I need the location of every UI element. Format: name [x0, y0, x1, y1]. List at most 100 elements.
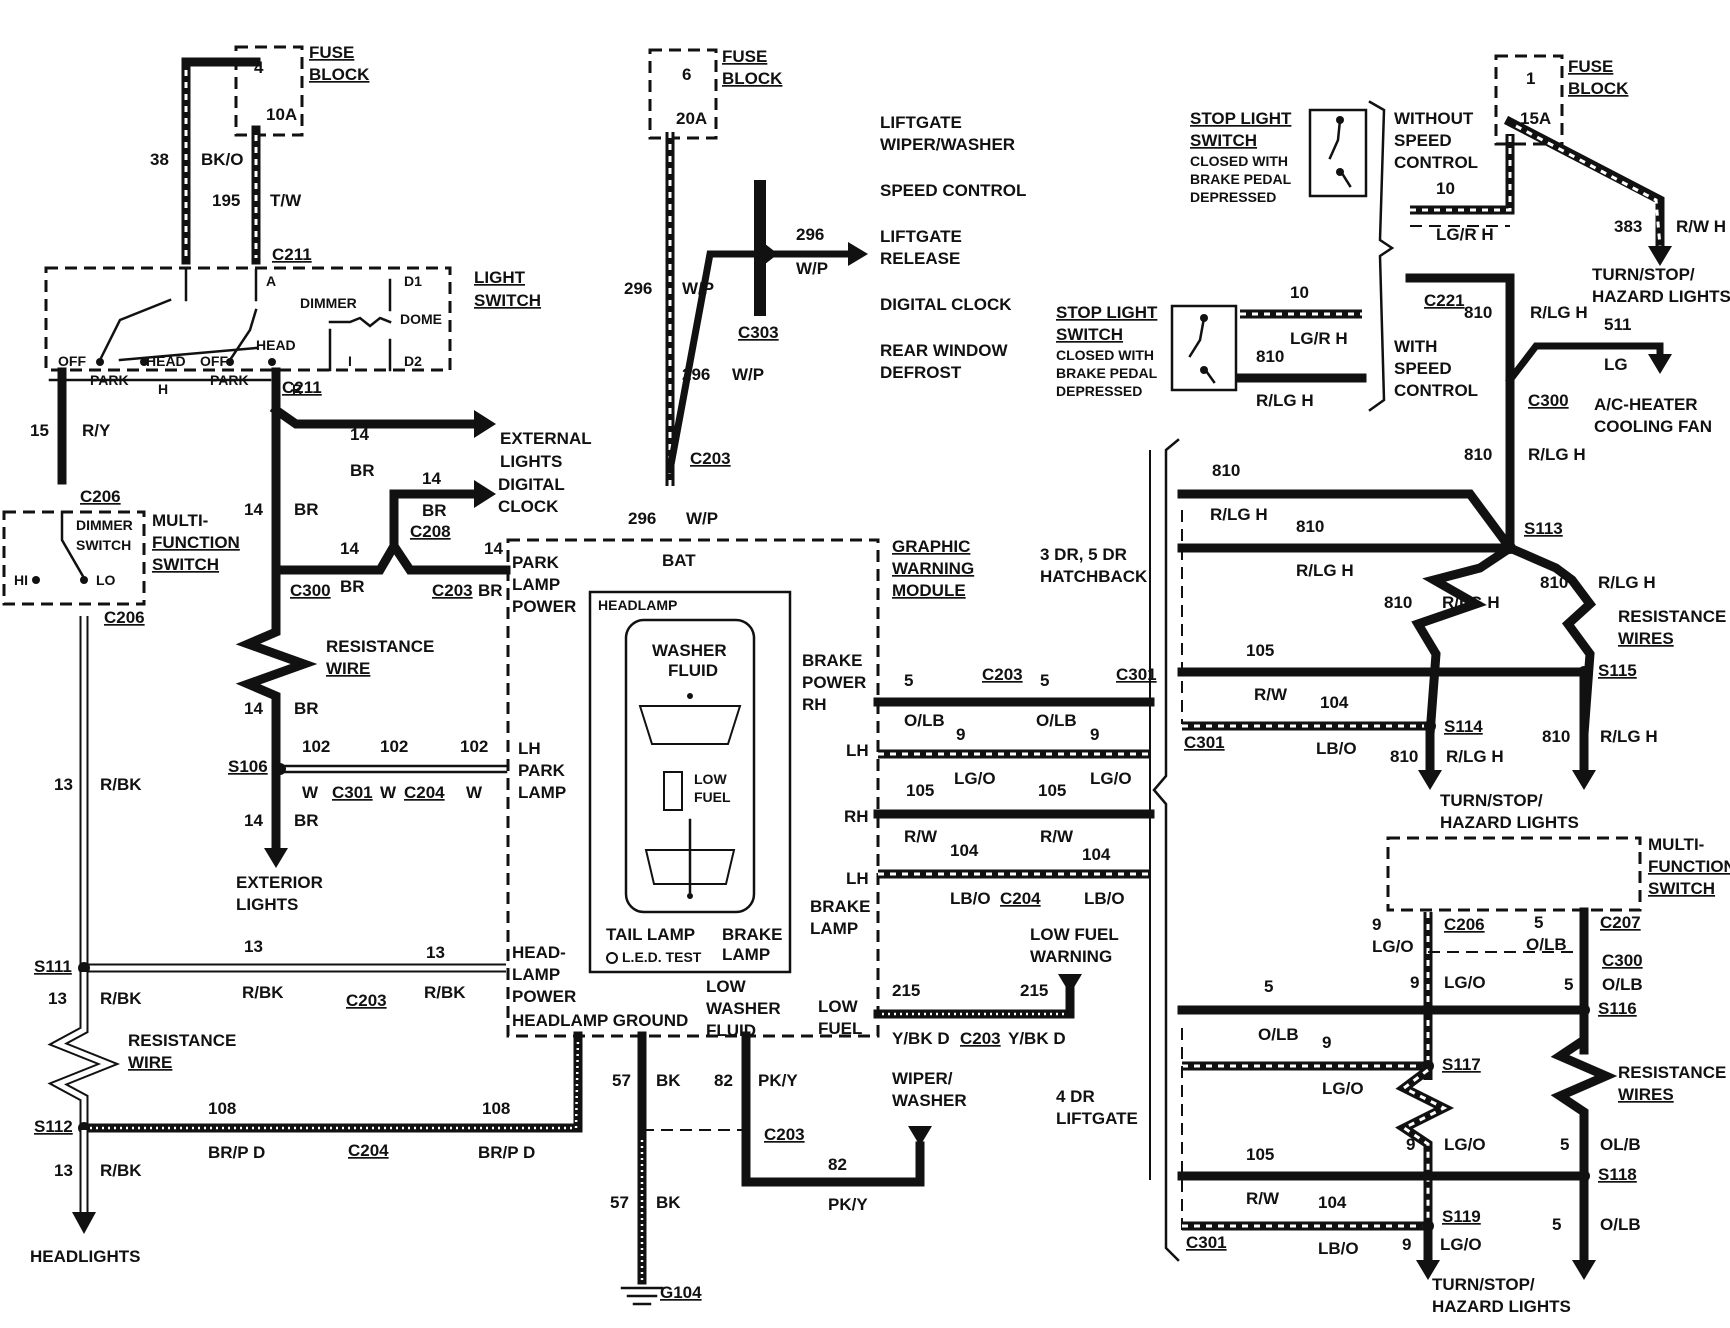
svg-text:104: 104	[1318, 1193, 1347, 1212]
svg-text:1: 1	[1526, 69, 1535, 88]
right-fuse-block: 1 15A FUSE BLOCK	[1494, 54, 1629, 146]
svg-text:LG/R H: LG/R H	[1290, 329, 1348, 348]
svg-text:9: 9	[1406, 1135, 1415, 1154]
car-illustration: HEADLAMP WASHER FLUID LOW FUEL TAIL LAMP…	[588, 590, 792, 974]
svg-text:9: 9	[1090, 725, 1099, 744]
svg-text:MULTI-: MULTI-	[152, 511, 208, 530]
svg-text:POWER: POWER	[802, 673, 866, 692]
svg-text:LOW: LOW	[706, 977, 747, 996]
svg-text:14: 14	[484, 539, 503, 558]
svg-text:5: 5	[1564, 975, 1573, 994]
svg-text:LOW FUEL: LOW FUEL	[1030, 925, 1119, 944]
s118-dot	[1578, 1170, 1590, 1182]
wire-195: 195 T/W	[212, 125, 302, 265]
svg-text:104: 104	[1082, 845, 1111, 864]
svg-text:BR: BR	[350, 461, 375, 480]
svg-text:REAR WINDOW: REAR WINDOW	[880, 341, 1008, 360]
wire-810-top: 810 R/LG H	[1177, 461, 1517, 555]
c206-bottom: C206	[104, 608, 145, 627]
svg-text:810: 810	[1540, 573, 1568, 592]
wire-13-horizontal: 13 R/BK 13 R/BK C203	[84, 937, 506, 1010]
svg-text:O/LB: O/LB	[1258, 1025, 1299, 1044]
svg-text:C301: C301	[332, 783, 373, 802]
svg-text:SWITCH: SWITCH	[1190, 131, 1257, 150]
svg-text:RESISTANCE: RESISTANCE	[326, 637, 434, 656]
stop-light-switch-1: STOP LIGHT SWITCH CLOSED WITH BRAKE PEDA…	[1190, 108, 1368, 205]
s117-label: S117	[1442, 1055, 1481, 1074]
svg-text:LB/O: LB/O	[1318, 1239, 1359, 1258]
wire-10-a: 10 LG/R H	[1410, 134, 1515, 244]
stop-light-switch-2: STOP LIGHT SWITCH CLOSED WITH BRAKE PEDA…	[1056, 303, 1238, 399]
with-speed-control: WITH SPEED CONTROL	[1394, 337, 1478, 400]
svg-text:GRAPHIC: GRAPHIC	[892, 537, 970, 556]
svg-text:BRAKE PEDAL: BRAKE PEDAL	[1190, 171, 1292, 187]
s114-label: S114	[1444, 717, 1483, 736]
svg-text:FUNCTION: FUNCTION	[1648, 857, 1730, 876]
wire-5-d: 5 O/LB	[1552, 1215, 1641, 1280]
svg-text:9: 9	[1322, 1033, 1331, 1052]
svg-text:WIPER/WASHER: WIPER/WASHER	[880, 135, 1015, 154]
svg-text:14: 14	[244, 699, 263, 718]
svg-text:HEADLAMP: HEADLAMP	[598, 597, 677, 613]
wire-82: 82 PK/Y 82 PK/Y C203 WIPER/ WASHER	[642, 1031, 967, 1214]
svg-text:6: 6	[682, 65, 691, 84]
svg-text:W/P: W/P	[732, 365, 764, 384]
svg-text:14: 14	[350, 425, 369, 444]
svg-text:15A: 15A	[1520, 109, 1551, 128]
svg-text:R/LG H: R/LG H	[1442, 593, 1500, 612]
svg-text:C203: C203	[960, 1029, 1001, 1048]
svg-text:BK/O: BK/O	[201, 150, 244, 169]
s115-label: S115	[1598, 661, 1637, 680]
wire-104-right-b: 104 LB/O C301	[1182, 1193, 1428, 1258]
wire-38: 38 BK/O	[150, 57, 261, 265]
svg-text:R/W: R/W	[904, 827, 938, 846]
svg-text:296: 296	[796, 225, 824, 244]
svg-text:D2: D2	[404, 353, 422, 369]
svg-text:14: 14	[422, 469, 441, 488]
svg-text:POWER: POWER	[512, 597, 576, 616]
svg-text:DEFROST: DEFROST	[880, 363, 962, 382]
svg-text:215: 215	[1020, 981, 1048, 1000]
svg-text:COOLING FAN: COOLING FAN	[1594, 417, 1712, 436]
svg-text:4: 4	[254, 58, 264, 77]
c300-right: C300	[1528, 391, 1569, 410]
svg-text:FUEL: FUEL	[818, 1019, 862, 1038]
svg-text:C203: C203	[982, 665, 1023, 684]
svg-text:R/LG H: R/LG H	[1446, 747, 1504, 766]
svg-text:BRAKE: BRAKE	[810, 897, 870, 916]
svg-text:296: 296	[682, 365, 710, 384]
svg-text:W: W	[466, 783, 483, 802]
svg-text:SWITCH: SWITCH	[1056, 325, 1123, 344]
svg-text:C301: C301	[1186, 1233, 1227, 1252]
svg-text:HEADLAMP GROUND: HEADLAMP GROUND	[512, 1011, 688, 1030]
s118-label: S118	[1598, 1165, 1637, 1184]
wire-14-external: 14 BR EXTERNAL LIGHTS	[269, 403, 592, 480]
svg-text:R/LG H: R/LG H	[1530, 303, 1588, 322]
svg-text:LIFTGATE: LIFTGATE	[880, 113, 962, 132]
svg-text:C203: C203	[432, 581, 473, 600]
c211-bottom: C211	[282, 378, 322, 397]
svg-text:SPEED: SPEED	[1394, 359, 1452, 378]
svg-text:R/W: R/W	[1246, 1189, 1280, 1208]
svg-text:LOW: LOW	[818, 997, 859, 1016]
svg-text:LB/O: LB/O	[950, 889, 991, 908]
svg-text:BR: BR	[294, 500, 319, 519]
svg-text:WITH: WITH	[1394, 337, 1437, 356]
svg-text:FUSE: FUSE	[722, 47, 767, 66]
svg-text:LG/O: LG/O	[954, 769, 996, 788]
svg-text:HEAD: HEAD	[256, 337, 296, 353]
svg-text:105: 105	[906, 781, 934, 800]
svg-text:LH: LH	[846, 741, 869, 760]
wire-13-bottom: 13 R/BK HEADLIGHTS	[30, 1130, 142, 1266]
svg-text:LIFTGATE: LIFTGATE	[880, 227, 962, 246]
svg-text:14: 14	[340, 539, 359, 558]
wire-9-h: 9 LG/O	[1182, 1033, 1428, 1098]
wire-102: 102 102 102 W W W C301 C204	[278, 737, 508, 802]
svg-text:R/W: R/W	[1040, 827, 1074, 846]
svg-text:BR: BR	[340, 577, 365, 596]
svg-text:20A: 20A	[676, 109, 707, 128]
svg-text:108: 108	[482, 1099, 510, 1118]
svg-text:57: 57	[610, 1193, 629, 1212]
s119-label: S119	[1442, 1207, 1481, 1226]
svg-text:POWER: POWER	[512, 987, 576, 1006]
